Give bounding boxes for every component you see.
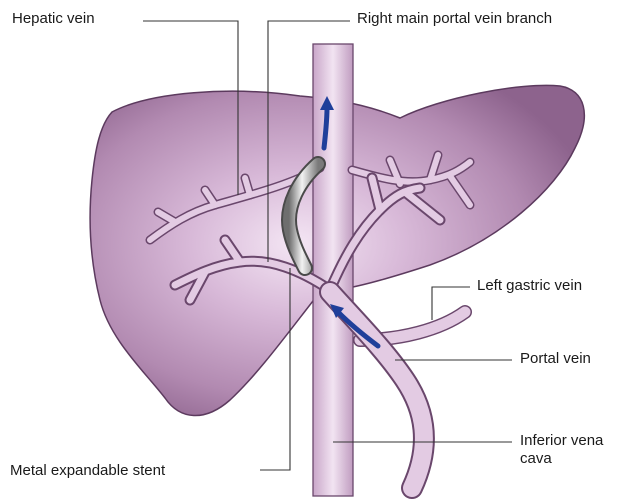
- label-right-main-portal-vein-branch: Right main portal vein branch: [357, 10, 552, 28]
- label-metal-expandable-stent: Metal expandable stent: [10, 462, 165, 480]
- flow-arrow-upper: [324, 108, 327, 148]
- inferior-vena-cava: [313, 44, 353, 496]
- label-left-gastric-vein: Left gastric vein: [477, 277, 582, 295]
- label-portal-vein: Portal vein: [520, 350, 591, 368]
- label-hepatic-vein: Hepatic vein: [12, 10, 95, 28]
- label-inferior-vena-cava: Inferior vena cava: [520, 432, 630, 468]
